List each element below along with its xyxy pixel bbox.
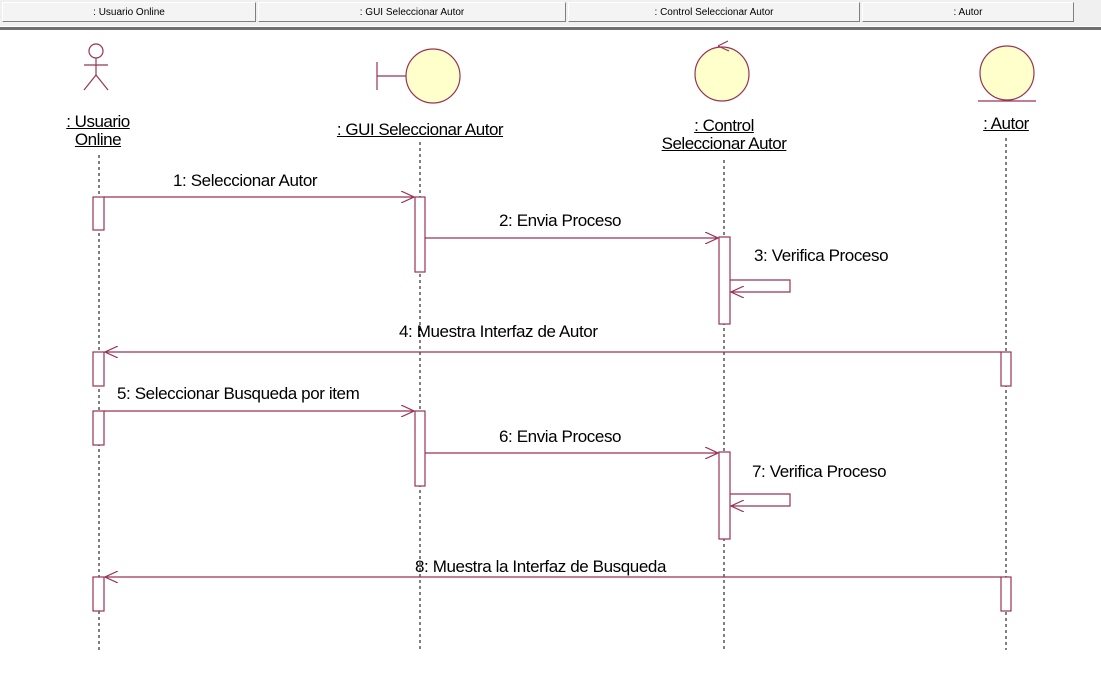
activation-bar [92, 576, 105, 612]
message-label-5: 5: Seleccionar Busqueda por item [117, 384, 360, 403]
object-label-usuario-line2: Online [74, 130, 122, 149]
object-label-autor[interactable]: : Autor [983, 114, 1029, 133]
activation-bar [92, 351, 105, 387]
message-arrow-7[interactable] [730, 493, 791, 506]
object-label-usuario-line1: : Usuario [66, 112, 130, 131]
header-divider [0, 27, 1101, 30]
object-label-usuario[interactable]: : Usuario Online [48, 113, 148, 149]
activation-bar [414, 196, 426, 273]
activation-bar [718, 236, 731, 325]
message-label-1: 1: Seleccionar Autor [173, 171, 318, 190]
activation-bars [92, 196, 1012, 612]
message-label-2: 2: Envia Proceso [499, 211, 622, 230]
activation-bar [1000, 351, 1012, 387]
activation-bar [718, 451, 731, 540]
activation-bar [414, 410, 426, 487]
message-label-4: 4: Muestra Interfaz de Autor [399, 322, 598, 341]
message-label-3: 3: Verifica Proceso [754, 246, 889, 265]
activation-bar [92, 196, 105, 231]
column-header-control-seleccionar-autor[interactable]: : Control Seleccionar Autor [568, 2, 860, 22]
object-label-control-line1: : Control [694, 116, 754, 135]
column-header-gui-seleccionar-autor[interactable]: : GUI Seleccionar Autor [258, 2, 566, 22]
control-icon[interactable] [694, 40, 750, 102]
object-label-control-line2: Seleccionar Autor [661, 134, 787, 153]
activation-bar [92, 410, 105, 446]
object-label-control[interactable]: : Control Seleccionar Autor [634, 117, 814, 153]
message-label-8: 8: Muestra la Interfaz de Busqueda [415, 557, 667, 576]
column-header-bar: : Usuario Online : GUI Seleccionar Autor… [0, 0, 1101, 26]
message-label-7: 7: Verifica Proceso [752, 462, 887, 481]
activation-bar [1000, 576, 1012, 612]
entity-icon[interactable] [978, 45, 1036, 102]
actor-icon[interactable] [83, 43, 109, 91]
object-label-gui[interactable]: : GUI Seleccionar Autor [336, 120, 504, 139]
boundary-icon[interactable] [376, 48, 461, 104]
column-header-autor[interactable]: : Autor [862, 2, 1074, 22]
message-arrow-3[interactable] [730, 279, 791, 292]
column-header-usuario-online[interactable]: : Usuario Online [2, 2, 256, 22]
message-label-6: 6: Envia Proceso [499, 427, 622, 446]
